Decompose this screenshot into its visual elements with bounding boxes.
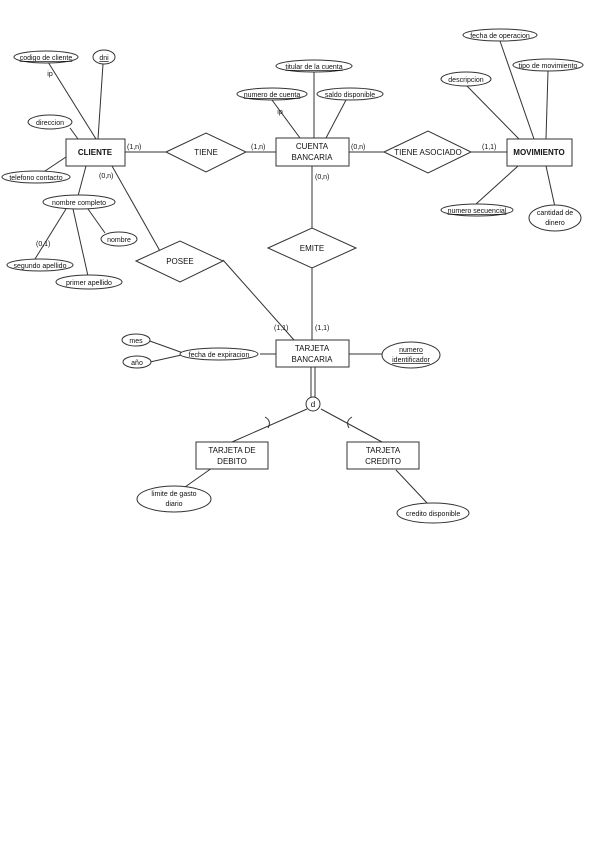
attribute-fecha-operacion-label: fecha de operacion (470, 33, 530, 40)
attribute-fecha-operacion: fecha de operacion (462, 28, 538, 42)
entity-tarjeta-credito: TARJETA CREDITO (346, 441, 420, 470)
attribute-telefono-label: telefono contacto (9, 175, 62, 182)
entity-debito-label-1: TARJETA DE (208, 446, 255, 455)
cardinality-cuenta-emite: (0,n) (315, 174, 329, 181)
attribute-primer-apellido-label: primer apellido (66, 280, 112, 287)
entity-movimiento-label: MOVIMIENTO (513, 148, 564, 157)
cardinality-segundo-apellido: (0,1) (36, 241, 50, 248)
entity-tarjeta-debito: TARJETA DE DEBITO (195, 441, 269, 470)
relationship-emite-label: EMITE (300, 244, 324, 253)
disjoint-label: d (311, 400, 315, 409)
attribute-anio-label: año (131, 360, 143, 367)
relationship-tiene-asociado: TIENE ASOCIADO (382, 130, 473, 174)
relationship-posee-label: POSEE (166, 257, 194, 266)
cardinality-cuenta-asociado: (0,n) (351, 144, 365, 151)
attribute-codigo-cliente-label: codigo de cliente (20, 55, 73, 62)
attribute-saldo-label: saldo disponible (325, 92, 375, 99)
ip-label-cliente: ip (47, 71, 53, 78)
relationship-tiene-asociado-label: TIENE ASOCIADO (394, 148, 462, 157)
attribute-tipo-movimiento-label: tipo de movimiento (519, 63, 578, 70)
entity-tarjeta-label-2: BANCARIA (292, 355, 334, 364)
entity-cuenta-label-2: BANCARIA (292, 153, 334, 162)
cardinality-asociado-movimiento: (1,1) (482, 144, 496, 151)
entity-tarjeta-bancaria: TARJETA BANCARIA (275, 339, 350, 368)
attribute-nombre-completo-label: nombre completo (52, 200, 106, 207)
attribute-dni: dni (92, 49, 116, 65)
ip-label-cuenta: ip (277, 109, 283, 116)
attribute-fecha-expiracion-label: fecha de expiracion (189, 352, 250, 359)
attribute-mes-label: mes (129, 338, 143, 345)
entity-debito-label-2: DEBITO (217, 457, 247, 466)
entity-cliente-label: CLIENTE (78, 148, 113, 157)
attribute-nombre: nombre (100, 231, 138, 247)
disjoint-circle: d (305, 396, 321, 412)
attribute-tipo-movimiento: tipo de movimiento (512, 58, 584, 72)
attribute-cantidad-label-2: dinero (545, 220, 565, 227)
attribute-credito-disponible-label: credito disponible (406, 511, 461, 518)
entity-credito-label-1: TARJETA (366, 446, 401, 455)
connector-lines (34, 40, 556, 505)
relationship-tiene-label: TIENE (194, 148, 218, 157)
cardinality-tiene-cuenta: (1,n) (251, 144, 265, 151)
attribute-fecha-expiracion: fecha de expiracion (179, 347, 259, 361)
attribute-titular-cuenta: titular de la cuenta (275, 59, 353, 73)
attribute-cantidad-label-1: cantidad de (537, 210, 573, 217)
attribute-anio: año (122, 355, 152, 369)
attribute-numero-cuenta: numero de cuenta (236, 87, 308, 101)
attribute-nombre-completo: nombre completo (42, 194, 116, 210)
attribute-limite-gasto: limite de gasto diario (136, 485, 212, 513)
entity-movimiento: MOVIMIENTO (506, 138, 573, 167)
attribute-numero-identificador: numero identificador (381, 341, 441, 369)
attribute-numero-secuencial: numero secuencial (440, 203, 514, 217)
attribute-saldo-disponible: saldo disponible (316, 87, 384, 101)
attribute-titular-label: titular de la cuenta (285, 64, 342, 71)
attribute-limite-label-2: diario (165, 501, 182, 508)
attribute-numero-secuencial-label: numero secuencial (448, 208, 507, 215)
attribute-descripcion-label: descripcion (448, 77, 484, 84)
relationship-emite: EMITE (266, 227, 358, 269)
attribute-numero-cuenta-label: numero de cuenta (244, 92, 301, 99)
entity-cuenta-label-1: CUENTA (296, 142, 329, 151)
cardinality-emite-tarjeta: (1,1) (315, 325, 329, 332)
attribute-direccion-label: direccion (36, 120, 64, 127)
relationship-posee: POSEE (134, 240, 225, 283)
attribute-credito-disponible: credito disponible (396, 502, 470, 524)
attribute-limite-label-1: limite de gasto (151, 491, 196, 498)
attribute-dni-label: dni (99, 55, 109, 62)
attribute-primer-apellido: primer apellido (55, 274, 123, 290)
cardinality-labels: (1,n) (1,n) (0,n) (1,1) (0,n) (0,n) (1,1… (36, 144, 496, 332)
cardinality-posee-tarjeta: (1,1) (274, 325, 288, 332)
attribute-descripcion: descripcion (440, 71, 492, 87)
attribute-codigo-cliente: codigo de cliente (13, 50, 79, 64)
relationship-tiene: TIENE (164, 132, 248, 173)
attribute-segundo-apellido-label: segundo apellido (14, 263, 67, 270)
attribute-mes: mes (121, 333, 151, 347)
attribute-telefono-contacto: telefono contacto (1, 170, 71, 184)
entity-tarjeta-label-1: TARJETA (295, 344, 330, 353)
attribute-segundo-apellido: segundo apellido (6, 258, 74, 272)
entity-cliente: CLIENTE (65, 138, 126, 167)
attribute-numero-ident-label-2: identificador (392, 357, 430, 364)
cardinality-cliente-posee: (0,n) (99, 173, 113, 180)
attribute-direccion: direccion (27, 114, 73, 130)
attribute-cantidad-dinero: cantidad de dinero (528, 204, 582, 232)
entity-credito-label-2: CREDITO (365, 457, 401, 466)
attribute-numero-ident-label-1: numero (399, 347, 423, 354)
attribute-nombre-label: nombre (107, 237, 131, 244)
entity-cuenta-bancaria: CUENTA BANCARIA (275, 137, 350, 167)
cardinality-cliente-tiene: (1,n) (127, 144, 141, 151)
